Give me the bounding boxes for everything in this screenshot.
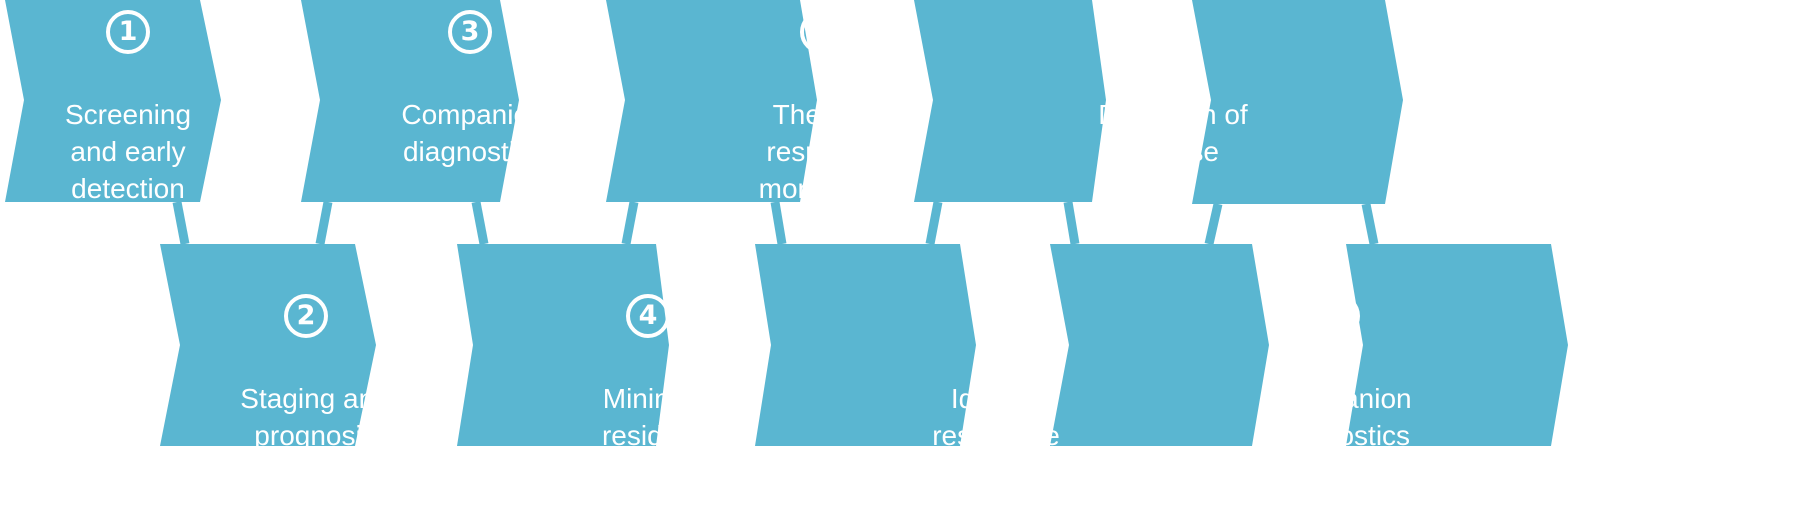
chevron-step-8 — [1050, 244, 1269, 446]
connector-6-to-7 — [925, 201, 943, 245]
step-number-10: 10 — [1652, 294, 1696, 338]
step-label-7: Detection of relapse — [1098, 99, 1248, 167]
step-number-4: 4 — [626, 294, 670, 338]
step-label-1: Screening and early detection — [64, 99, 192, 204]
step-number-1: 1 — [106, 10, 150, 54]
chevron-step-10 — [1346, 244, 1568, 446]
chevron-step-5 — [606, 0, 817, 202]
step-label-6: Identify resistance mechanisms — [917, 383, 1075, 488]
connector-2-to-3 — [315, 201, 333, 245]
step-number-6: 6 — [976, 294, 1020, 338]
connector-4-to-5 — [621, 201, 639, 245]
step-number-7: 7 — [1143, 10, 1187, 54]
chevron-step-1 — [5, 0, 221, 202]
connector-9-to-10 — [1361, 203, 1379, 245]
connector-5-to-6 — [770, 201, 787, 245]
step-label-3: Companion diagnostics — [401, 99, 545, 167]
step-label-2: Staging and prognosis — [240, 383, 390, 451]
step-label-5: Therapy response monitoring — [758, 99, 890, 204]
connector-7-to-8 — [1063, 201, 1080, 245]
step-number-8: 8 — [1316, 294, 1360, 338]
step-label-4: Minimal residual disease — [601, 383, 701, 488]
step-label-9: Therapy response monitoring — [1435, 99, 1567, 204]
step-label-8: Companion diagnostics — [1268, 383, 1412, 451]
chevron-step-6 — [755, 244, 976, 446]
step-number-5: 5 — [800, 10, 844, 54]
chevron-step-9 — [1192, 0, 1403, 204]
step-label-10: Identify resistance mechanisms — [1605, 383, 1763, 488]
step-number-3: 3 — [448, 10, 492, 54]
connector-3-to-4 — [471, 201, 489, 245]
chevron-step-4 — [457, 244, 669, 446]
connector-1-to-2 — [172, 201, 190, 245]
chevron-step-2 — [160, 244, 376, 446]
connector-8-to-9 — [1204, 203, 1223, 245]
step-number-2: 2 — [284, 294, 328, 338]
step-1: 1 Screening and early detection — [0, 0, 260, 235]
chevron-step-7 — [914, 0, 1106, 202]
step-number-9: 9 — [1476, 10, 1520, 54]
